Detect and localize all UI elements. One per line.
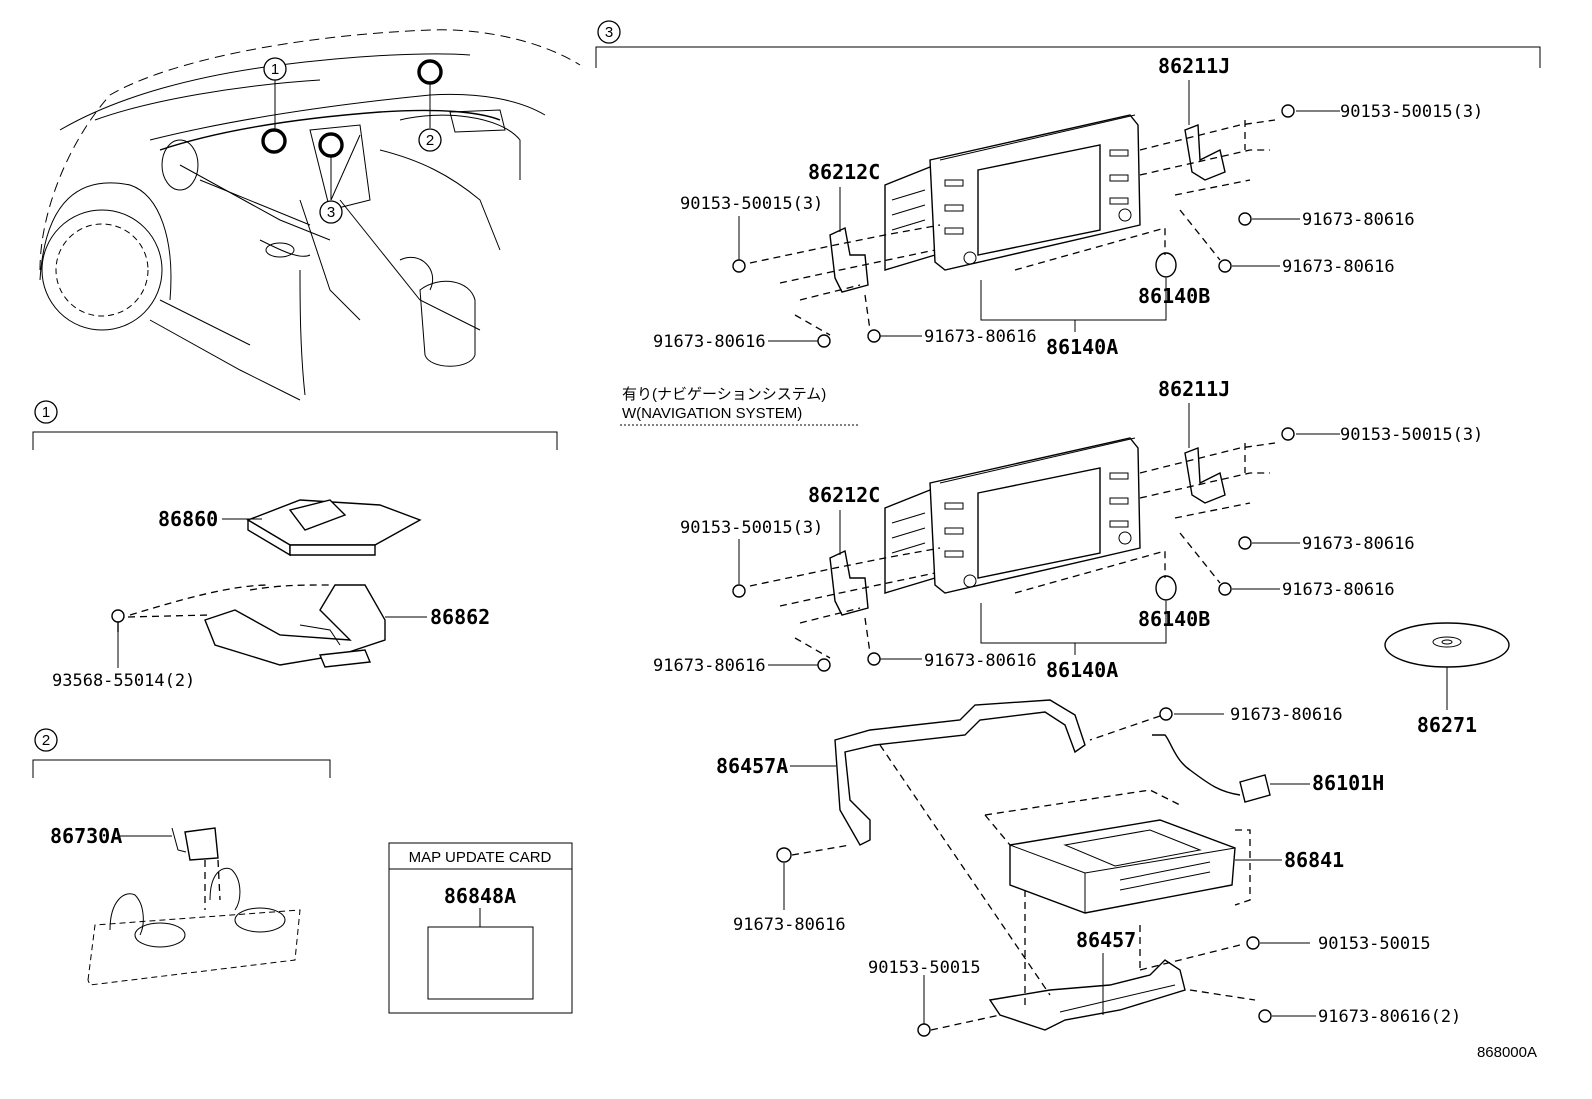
label-93568-55014: 93568-55014(2): [52, 671, 195, 691]
lower-knob-86140B: [1155, 575, 1177, 601]
label-91673-top: 91673-80616: [1230, 705, 1343, 725]
map-update-card-box: MAP UPDATE CARD 86848A: [388, 842, 573, 1014]
overhead-console: [87, 867, 301, 986]
screw-90153-left: [917, 1023, 931, 1037]
part-86862-bracket: [204, 584, 386, 668]
upper-screw-right-2: [1218, 259, 1232, 273]
upper-radio-assembly: 86211J 90153-50015(3) 91673-80616 91673-…: [653, 54, 1483, 359]
upper-screw-bottom-center: [867, 329, 881, 343]
part-86730A: [171, 827, 219, 861]
nav-label-en: W(NAVIGATION SYSTEM): [622, 405, 802, 422]
label-86271: 86271: [1417, 713, 1477, 737]
lower-screw-right-1: [1238, 536, 1252, 550]
lower-label-86211J: 86211J: [1158, 377, 1230, 401]
lower-screw-bottom-center: [867, 652, 881, 666]
section-2-marker: 2: [42, 732, 50, 749]
part-86860-module: [246, 499, 422, 557]
lower-bracket-86212C: [829, 549, 869, 616]
section-2: 2 86730A: [32, 728, 331, 986]
upper-screw-right-top: [1281, 104, 1295, 118]
upper-label-90153-right: 90153-50015(3): [1340, 102, 1483, 122]
upper-display-unit: [884, 114, 1141, 271]
section-3: 3: [595, 20, 1541, 68]
label-86841: 86841: [1284, 848, 1344, 872]
label-86730A: 86730A: [50, 824, 122, 848]
lower-display-unit: [884, 437, 1141, 594]
car-callout-2-label: 2: [426, 132, 434, 149]
car-callout-1: 1: [263, 57, 287, 81]
car-callout-3: 3: [319, 200, 343, 224]
nav-condition-label: 有り(ナビゲーションシステム) W(NAVIGATION SYSTEM): [620, 386, 858, 426]
car-callout-1-label: 1: [271, 61, 279, 78]
lower-label-90153-left: 90153-50015(3): [680, 518, 823, 538]
label-90153-left: 90153-50015: [868, 958, 981, 978]
upper-screw-bottom-left: [817, 334, 831, 348]
upper-bracket-86211J: [1184, 124, 1226, 181]
map-card-title: MAP UPDATE CARD: [409, 849, 552, 866]
lower-screw-right-2: [1218, 582, 1232, 596]
upper-label-86140B: 86140B: [1138, 284, 1210, 308]
label-86862: 86862: [430, 605, 490, 629]
lower-screw-bottom-left: [817, 658, 831, 672]
map-card-icon: [427, 926, 534, 1000]
label-86860: 86860: [158, 507, 218, 531]
screw-91673-left: [776, 847, 792, 863]
bracket-86457A: [834, 699, 1086, 846]
label-86457A: 86457A: [716, 754, 788, 778]
lower-screw-right-top: [1281, 427, 1295, 441]
screw-90153-right: [1246, 936, 1260, 950]
lower-radio-assembly: 86211J 90153-50015(3) 91673-80616 91673-…: [653, 377, 1483, 682]
label-91673-80616-2: 91673-80616(2): [1318, 1007, 1461, 1027]
section-1: 1 86860 86862 93568-55014(2): [32, 400, 558, 691]
upper-label-91673-right-1: 91673-80616: [1302, 210, 1415, 230]
car-interior-illustration: [39, 29, 581, 401]
car-callout-2: 2: [418, 128, 442, 152]
label-90153-right: 90153-50015: [1318, 934, 1431, 954]
car-callout-3-label: 3: [327, 204, 335, 221]
upper-label-86212C: 86212C: [808, 160, 880, 184]
disc-86271: 86271: [1384, 622, 1510, 737]
lower-label-91673-bottom-center: 91673-80616: [924, 651, 1037, 671]
upper-knob-86140B: [1155, 252, 1177, 278]
ecu-86841: [1009, 819, 1236, 914]
bracket-86457: [988, 959, 1186, 1031]
nav-label-jp: 有り(ナビゲーションシステム): [622, 386, 826, 403]
upper-label-86211J: 86211J: [1158, 54, 1230, 78]
label-86457: 86457: [1076, 928, 1136, 952]
lower-screw-left: [732, 584, 746, 598]
label-91673-left: 91673-80616: [733, 915, 846, 935]
upper-bracket-86212C: [829, 226, 869, 293]
upper-label-91673-bottom-left: 91673-80616: [653, 332, 766, 352]
location-marker-1: [261, 128, 287, 154]
label-86848A: 86848A: [444, 884, 516, 908]
lower-label-90153-right: 90153-50015(3): [1340, 425, 1483, 445]
lower-bracket-86211J: [1184, 447, 1226, 504]
lower-label-86212C: 86212C: [808, 483, 880, 507]
screw-91673-double: [1258, 1009, 1272, 1023]
location-marker-2: [417, 59, 443, 85]
upper-screw-left: [732, 259, 746, 273]
section-3-marker: 3: [605, 24, 613, 41]
upper-screw-right-1: [1238, 212, 1252, 226]
diagram-code: 868000A: [1477, 1044, 1537, 1061]
lower-label-91673-right-1: 91673-80616: [1302, 534, 1415, 554]
navigation-ecu-assembly: 86457A 86101H 91673-80616 86841 9167: [716, 699, 1461, 1037]
lower-label-91673-bottom-left: 91673-80616: [653, 656, 766, 676]
upper-label-91673-right-2: 91673-80616: [1282, 257, 1395, 277]
lower-label-86140A: 86140A: [1046, 658, 1118, 682]
lower-label-86140B: 86140B: [1138, 607, 1210, 631]
location-marker-3: [318, 132, 344, 158]
harness-86101H: [1152, 734, 1271, 803]
screw-93568: [111, 609, 125, 632]
lower-label-91673-right-2: 91673-80616: [1282, 580, 1395, 600]
screw-91673-top: [1159, 707, 1173, 721]
upper-label-86140A: 86140A: [1046, 335, 1118, 359]
label-86101H: 86101H: [1312, 771, 1384, 795]
upper-label-90153-left: 90153-50015(3): [680, 194, 823, 214]
section-1-marker: 1: [42, 404, 50, 421]
upper-label-91673-bottom-center: 91673-80616: [924, 327, 1037, 347]
